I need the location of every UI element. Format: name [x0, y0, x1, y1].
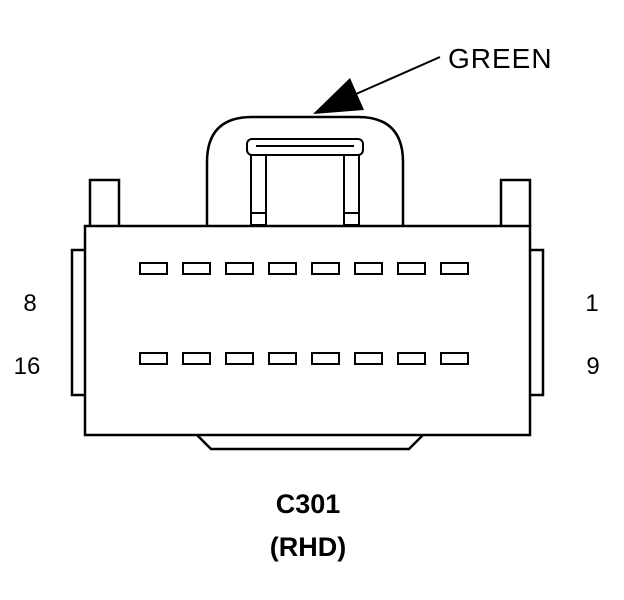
pin [139, 352, 168, 365]
pin [268, 262, 297, 275]
callout-arrow-icon [313, 78, 364, 114]
pin [139, 262, 168, 275]
pin [311, 262, 340, 275]
latch-leg-left [250, 154, 267, 226]
bottom-key [196, 434, 424, 451]
pin [268, 352, 297, 365]
pin [182, 262, 211, 275]
pin [440, 262, 469, 275]
pin [225, 262, 254, 275]
callout-leader-line [355, 56, 441, 95]
pin [182, 352, 211, 365]
side-rail-right [530, 248, 545, 397]
pin [225, 352, 254, 365]
connector-body [83, 224, 532, 437]
pin-field [139, 262, 469, 365]
mounting-ear-left [88, 178, 121, 226]
pin-label-left-top: 8 [23, 290, 36, 317]
latch-dome [205, 115, 405, 226]
connector-id: C301 [276, 489, 341, 519]
latch-tab-bar [246, 138, 364, 156]
pin-label-left-bottom: 16 [14, 353, 41, 380]
side-rail-left [70, 248, 85, 397]
pin [397, 352, 426, 365]
pin [440, 352, 469, 365]
pin [354, 352, 383, 365]
latch-tab [246, 138, 364, 226]
pin [311, 352, 340, 365]
latch-leg-right [343, 154, 360, 226]
callout-label: GREEN [448, 43, 553, 74]
pin [397, 262, 426, 275]
pin [354, 262, 383, 275]
connector-variant: (RHD) [270, 532, 346, 562]
callout: GREEN [313, 43, 553, 114]
pin-label-right-top: 1 [585, 290, 598, 317]
mounting-ear-right [499, 178, 532, 226]
pin-label-right-bottom: 9 [586, 353, 599, 380]
